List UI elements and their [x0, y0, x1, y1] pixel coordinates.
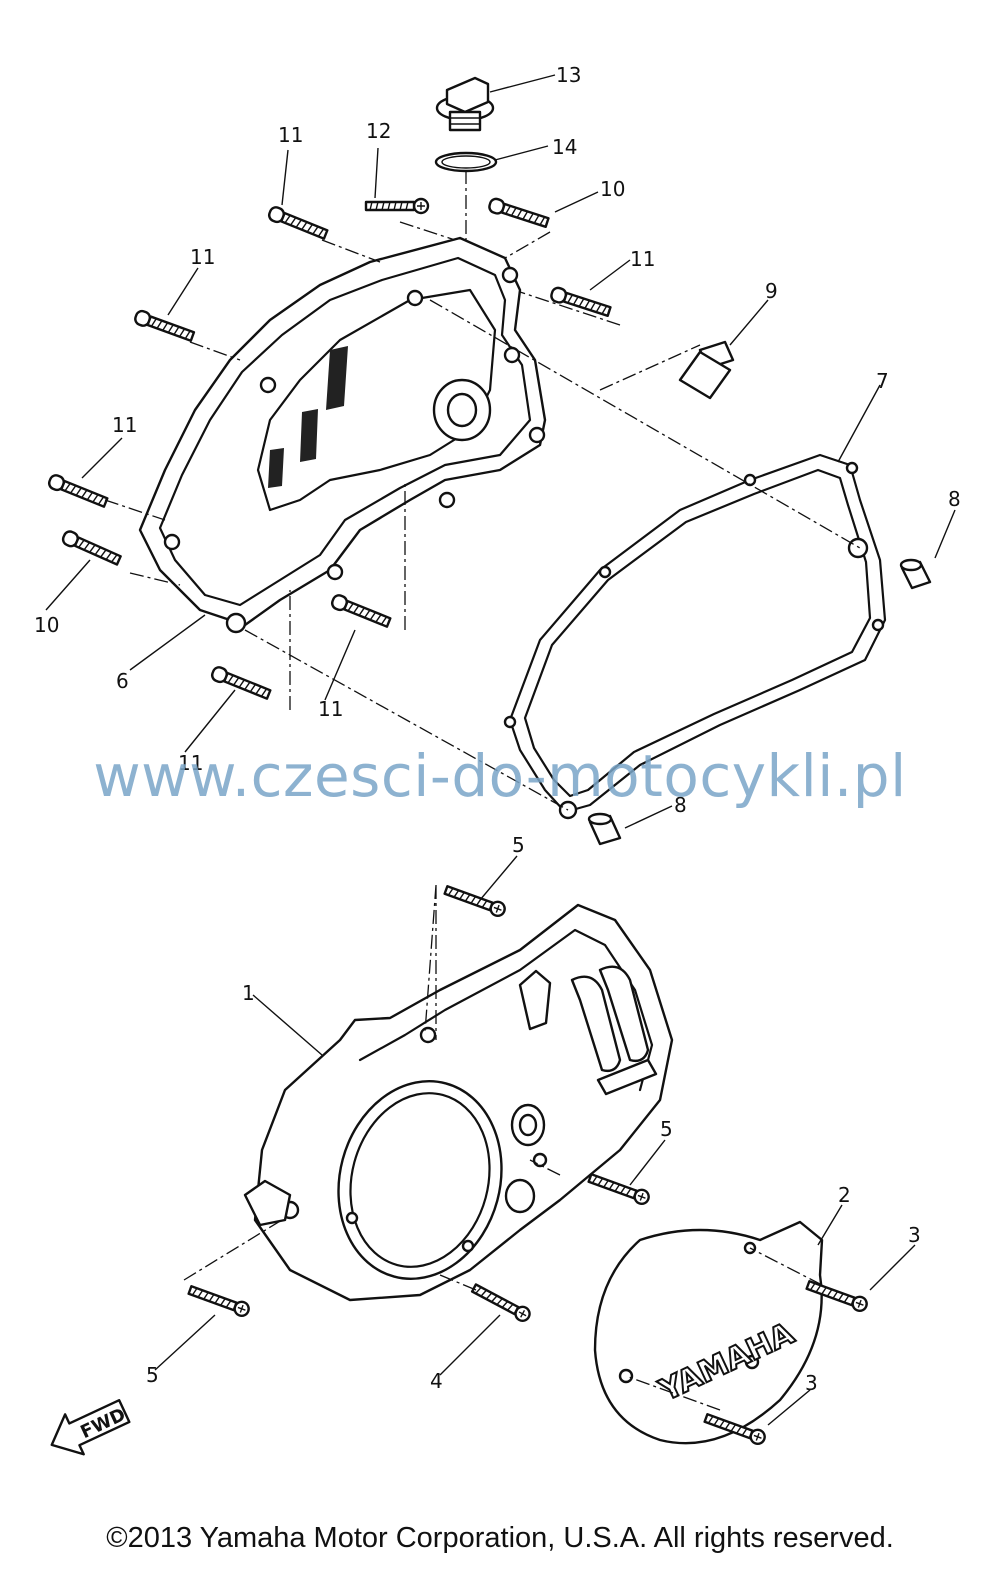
- bolt-11-left-top: [132, 308, 196, 345]
- oil-filler-cap-13: [435, 76, 495, 132]
- screw-5-right: [586, 1170, 652, 1207]
- screw-4: [469, 1280, 534, 1325]
- bolt-10-left: [59, 528, 123, 568]
- forward-direction-arrow: FWD: [50, 1399, 131, 1456]
- callout-9: 9: [765, 279, 778, 303]
- callout-5: 5: [660, 1117, 673, 1141]
- o-ring-14: [434, 151, 498, 173]
- bolt-11-upper-left: [266, 204, 330, 243]
- cable-guide-9: [678, 340, 735, 400]
- callout-7: 7: [876, 369, 889, 393]
- callout-8: 8: [674, 793, 687, 817]
- callout-6: 6: [116, 669, 129, 693]
- callout-11: 11: [178, 751, 203, 775]
- callout-13: 13: [556, 63, 581, 87]
- emblem-cover-2: YAMAHA: [593, 1220, 824, 1445]
- crankcase-cover-1: [243, 903, 674, 1302]
- bolt-10-upper: [486, 196, 551, 231]
- callout-11: 11: [190, 245, 215, 269]
- bolt-11-right: [548, 285, 613, 320]
- dowel-pin-8-lower: [587, 812, 622, 846]
- callout-11: 11: [112, 413, 137, 437]
- callout-5: 5: [146, 1363, 159, 1387]
- callout-10: 10: [34, 613, 59, 637]
- callout-8: 8: [948, 487, 961, 511]
- callout-4: 4: [430, 1369, 443, 1393]
- screw-12: [364, 197, 430, 215]
- screw-5-left: [186, 1282, 252, 1319]
- copyright-notice: ©2013 Yamaha Motor Corporation, U.S.A. A…: [106, 1522, 894, 1554]
- callout-11: 11: [278, 123, 303, 147]
- screw-5-top: [442, 882, 508, 919]
- callout-11: 11: [630, 247, 655, 271]
- callout-3: 3: [908, 1223, 921, 1247]
- bolt-11-bottom: [209, 664, 273, 703]
- callout-12: 12: [366, 119, 391, 143]
- gasket-7: [503, 453, 887, 820]
- callout-3: 3: [805, 1371, 818, 1395]
- crankcase-cover-6: [138, 236, 547, 634]
- callout-11: 11: [318, 697, 343, 721]
- callout-2: 2: [838, 1183, 851, 1207]
- bolt-11-left-mid: [46, 472, 110, 511]
- callout-14: 14: [552, 135, 577, 159]
- callout-5: 5: [512, 833, 525, 857]
- bolt-11-center: [329, 592, 393, 631]
- callout-1: 1: [242, 981, 255, 1005]
- dowel-pin-8-upper: [899, 558, 932, 590]
- callout-10: 10: [600, 177, 625, 201]
